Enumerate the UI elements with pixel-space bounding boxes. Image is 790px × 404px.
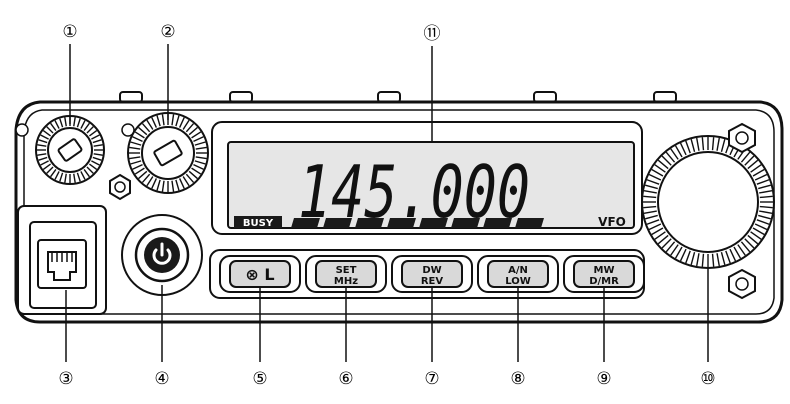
hex-bolt-left	[109, 173, 131, 201]
hex-bolt-bottom-right	[728, 268, 756, 300]
callout-9: ⑨	[596, 369, 611, 389]
key-label-bottom: LOW	[505, 276, 531, 287]
hex-bolt-top-right	[728, 122, 756, 154]
signal-meter	[291, 218, 544, 228]
front-key-1[interactable]: ⊗ L	[219, 255, 301, 293]
signal-meter-segment	[419, 218, 448, 228]
key-label-top: A/N	[508, 265, 528, 276]
leader-lines	[65, 44, 709, 362]
power-icon	[152, 242, 172, 265]
callout-6: ⑥	[338, 369, 353, 389]
callout-11: ⑪	[424, 24, 441, 44]
key-label-bottom: D/MR	[589, 276, 619, 287]
mode-indicator: VFO	[598, 215, 626, 229]
callout-8: ⑧	[510, 369, 525, 389]
front-key-5[interactable]: MWD/MR	[563, 255, 645, 293]
top-tabs	[119, 91, 677, 103]
signal-meter-segment	[387, 218, 416, 228]
lcd-display: 145.000 BUSY VFO	[211, 121, 643, 235]
mic-jack[interactable]	[17, 205, 107, 315]
callout-2: ②	[160, 22, 175, 42]
callout-3: ③	[58, 369, 73, 389]
screw-near-knob-2	[121, 123, 135, 137]
screw-top-left	[15, 123, 29, 137]
power-button[interactable]	[121, 214, 203, 296]
key-label-bottom: REV	[421, 276, 444, 287]
callout-1: ①	[62, 22, 77, 42]
busy-indicator: BUSY	[234, 216, 282, 229]
key-label-bottom: MHz	[334, 276, 358, 287]
svg-text:BUSY: BUSY	[243, 218, 274, 229]
key-label-top: SET	[336, 265, 357, 276]
callouts: ① ② ⑪ ③ ④ ⑤ ⑥ ⑦ ⑧ ⑨ ⑩	[58, 22, 715, 389]
squelch-knob[interactable]	[127, 112, 209, 194]
callout-10: ⑩	[700, 369, 715, 389]
signal-meter-segment	[451, 218, 480, 228]
signal-meter-segment	[483, 218, 512, 228]
volume-knob[interactable]	[35, 115, 105, 185]
signal-meter-segment	[323, 218, 352, 228]
signal-meter-segment	[355, 218, 384, 228]
signal-meter-segment	[291, 218, 320, 228]
callout-4: ④	[154, 369, 169, 389]
main-dial[interactable]	[641, 135, 775, 269]
key-label-top: DW	[422, 265, 441, 276]
callout-7: ⑦	[424, 369, 439, 389]
callout-5: ⑤	[252, 369, 267, 389]
key-label: ⊗ L	[245, 265, 274, 284]
key-label-top: MW	[594, 265, 615, 276]
signal-meter-segment	[515, 218, 544, 228]
